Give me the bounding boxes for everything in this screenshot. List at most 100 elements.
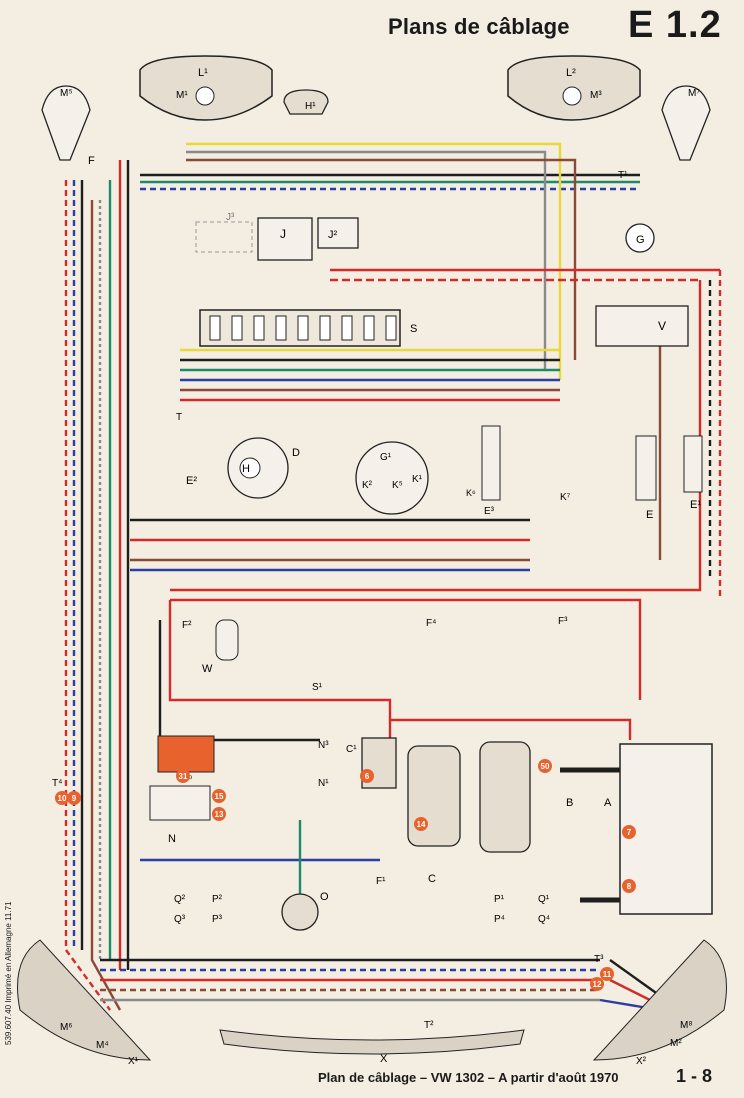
label-E: E [646, 509, 653, 521]
instrument-cluster: G¹ K² K⁵ K¹ [355, 441, 429, 515]
gauge-G: G [625, 223, 655, 253]
headlamp-left: L¹ [139, 55, 273, 121]
label-T: T [176, 412, 182, 423]
wiper-motor-V: V [595, 305, 689, 347]
marker-50-badge [538, 759, 552, 773]
label-L2: L² [566, 67, 576, 79]
label-M8: M⁸ [680, 1020, 693, 1031]
label-N3: N³ [318, 740, 329, 751]
starter-B: B [479, 741, 573, 853]
label-B: B [566, 797, 573, 809]
label-M3: M³ [590, 90, 602, 101]
label-X2: X² [636, 1056, 647, 1067]
label-V: V [658, 319, 666, 333]
marker-6-badge [360, 769, 374, 783]
label-K6: K⁶ [466, 488, 476, 498]
label-M2: M² [670, 1038, 682, 1049]
label-K1: K¹ [412, 474, 423, 485]
label-N: N [168, 833, 176, 845]
fusebox-S: S [199, 309, 417, 347]
marker-8-label: 8 [627, 882, 632, 891]
label-H: H [242, 463, 250, 475]
label-T1: T¹ [618, 170, 628, 181]
page-number: 1 - 8 [676, 1066, 713, 1086]
label-H1: H¹ [305, 101, 316, 112]
marker-11-badge [600, 967, 614, 981]
label-F3: F³ [558, 616, 568, 627]
label-T3: T³ [594, 954, 604, 965]
relay-J: J [257, 217, 313, 261]
marker-13-label: 13 [215, 810, 224, 819]
marker-50-label: 50 [541, 762, 550, 771]
marker-11-label: 11 [603, 970, 612, 979]
section-code: E 1.2 [628, 4, 722, 46]
marker-7-label: 7 [627, 828, 632, 837]
label-P2: P² [212, 894, 223, 905]
side-print: 539.607.40 Imprimé en Allemagne 11.71 [4, 901, 13, 1045]
marker-8-badge [622, 879, 636, 893]
label-Q3: Q³ [174, 914, 186, 925]
label-K5: K⁵ [392, 480, 403, 491]
lamp-M5: M⁵ [41, 85, 91, 161]
marker-14-badge [414, 817, 428, 831]
label-J2: J² [328, 229, 338, 241]
label-J3: J³ [226, 212, 235, 223]
ignition-coil-N: N T²⁰ [149, 774, 211, 845]
label-L1: L¹ [198, 67, 208, 79]
switch-E1: E¹ [683, 435, 703, 511]
battery-A: A [604, 743, 713, 915]
switch-E3: E³ K⁶ [466, 425, 501, 517]
marker-14-label: 14 [417, 820, 426, 829]
label-M5: M⁵ [60, 88, 72, 99]
label-M1: M¹ [176, 90, 188, 101]
label-F1: F¹ [376, 876, 386, 887]
label-Q1: Q¹ [538, 894, 550, 905]
label-K7: K⁷ [560, 492, 571, 503]
marker-15-badge [212, 789, 226, 803]
label-E2: E² [186, 475, 197, 487]
label-C: C [428, 873, 436, 885]
headlamp-right: L² [507, 55, 641, 121]
horn-H1: H¹ [283, 89, 329, 115]
label-T2: T² [424, 1020, 434, 1031]
marker-6-label: 6 [365, 772, 370, 781]
alternator-C: C [407, 745, 461, 885]
label-P4: P⁴ [494, 914, 505, 925]
label-M6: M⁶ [60, 1022, 72, 1033]
label-Q4: Q⁴ [538, 914, 550, 925]
label-F2: F² [182, 620, 192, 631]
label-P3: P³ [212, 914, 223, 925]
label-E1: E¹ [690, 499, 701, 511]
label-G1: G¹ [380, 452, 392, 463]
label-S: S [410, 323, 417, 335]
relay-J2: J² [317, 217, 359, 249]
label-O: O [320, 891, 329, 903]
label-G: G [636, 234, 645, 246]
marker-13-badge [212, 807, 226, 821]
harness-wires [64, 142, 722, 1012]
marker-9-label: 9 [72, 794, 77, 803]
label-F4: F⁴ [426, 618, 436, 629]
lamp-M7: M⁷ [661, 85, 711, 161]
label-D: D [292, 447, 300, 459]
ignition-switch-D: H D E² [186, 437, 300, 499]
label-J: J [280, 227, 286, 241]
washer-W: W [202, 619, 239, 675]
page-title: Plans de câblage [388, 14, 570, 39]
label-Q2: Q² [174, 894, 186, 905]
label-E3: E³ [484, 506, 495, 517]
label-X: X [380, 1053, 388, 1065]
relay-J3: J³ [195, 212, 253, 253]
label-A: A [604, 797, 612, 809]
rear-bumper [17, 939, 727, 1061]
marker-31-badge [176, 769, 190, 783]
marker-12-badge [590, 977, 604, 991]
marker-10-label: 10 [58, 794, 67, 803]
label-S1: S¹ [312, 682, 323, 693]
label-M7: M⁷ [688, 88, 700, 99]
marker-12-label: 12 [593, 980, 602, 989]
switch-E: E [635, 435, 657, 521]
marker-31-label: 31 [179, 772, 188, 781]
